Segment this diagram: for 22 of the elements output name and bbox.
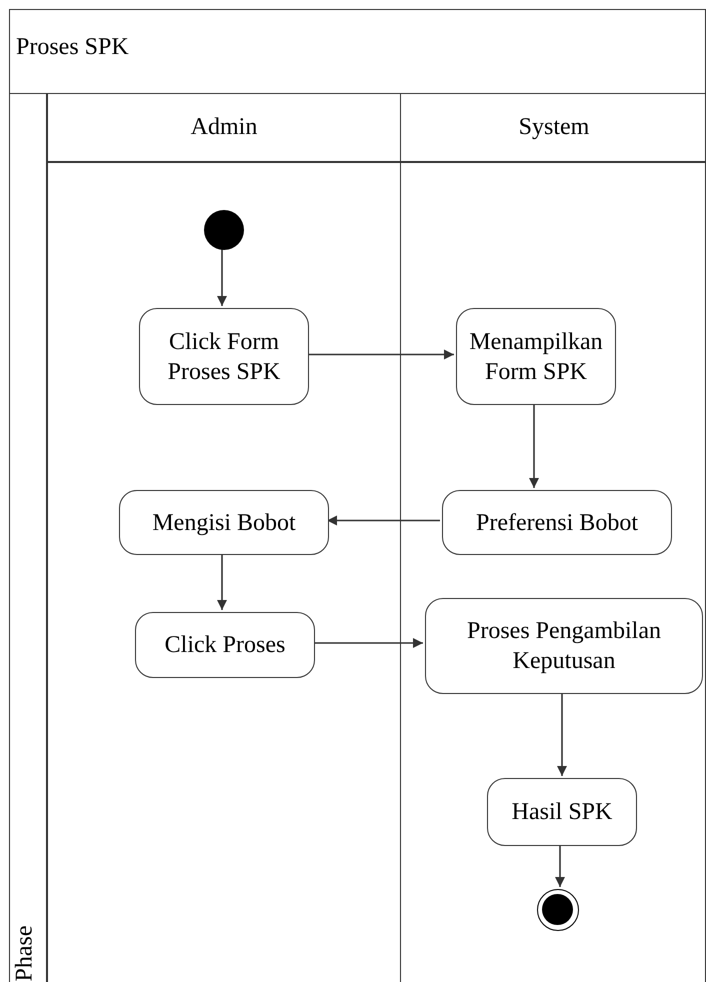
arrow bbox=[557, 692, 567, 776]
arrow bbox=[327, 516, 440, 526]
arrow bbox=[217, 553, 227, 610]
swimlane bbox=[400, 94, 706, 982]
arrow bbox=[307, 350, 454, 360]
activity-box: Click Proses bbox=[135, 612, 315, 678]
lane-header: System bbox=[518, 114, 590, 141]
activity-box: Menampilkan Form SPK bbox=[456, 308, 616, 405]
arrow bbox=[217, 248, 227, 306]
phase-label: Phase bbox=[12, 926, 38, 982]
activity-box: Preferensi Bobot bbox=[442, 490, 672, 555]
activity-box: Hasil SPK bbox=[487, 778, 637, 846]
arrow bbox=[313, 638, 423, 648]
lane-header: Admin bbox=[190, 114, 258, 141]
pool-title: Proses SPK bbox=[16, 34, 129, 61]
activity-box: Mengisi Bobot bbox=[119, 490, 329, 555]
end-node bbox=[537, 889, 579, 931]
arrow bbox=[529, 403, 539, 488]
arrow bbox=[555, 844, 565, 887]
start-node bbox=[204, 210, 244, 250]
activity-box: Click Form Proses SPK bbox=[139, 308, 309, 405]
activity-box: Proses Pengambilan Keputusan bbox=[425, 598, 703, 694]
